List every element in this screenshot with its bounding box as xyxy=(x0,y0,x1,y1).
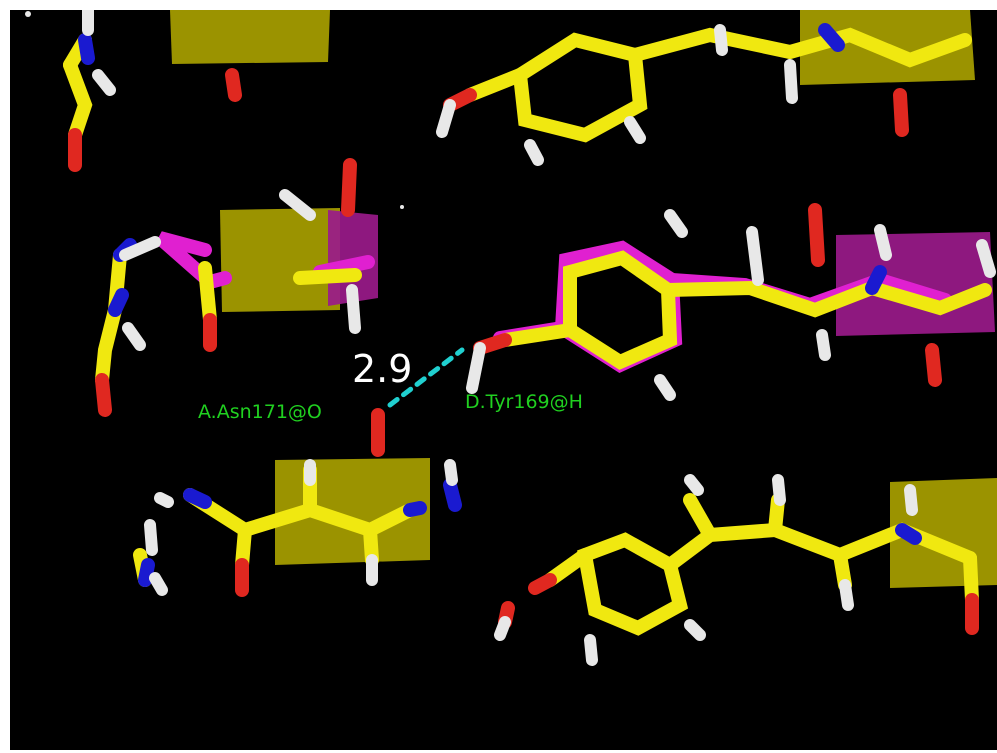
distance-measurement: 2.9 A.Asn171@O D.Tyr169@H xyxy=(198,347,583,423)
atom-label-left: A.Asn171@O xyxy=(198,401,322,423)
hydrogen-sticks xyxy=(82,10,996,666)
molecular-scene[interactable]: 2.9 A.Asn171@O D.Tyr169@H xyxy=(10,10,997,750)
plane-top-left xyxy=(170,10,330,64)
stray-points xyxy=(25,11,404,209)
model-a-sticks xyxy=(63,27,992,636)
distance-dashes xyxy=(387,347,465,408)
distance-value: 2.9 xyxy=(352,347,412,391)
atom-label-right: D.Tyr169@H xyxy=(465,391,583,413)
plane-mid-left xyxy=(220,208,340,312)
